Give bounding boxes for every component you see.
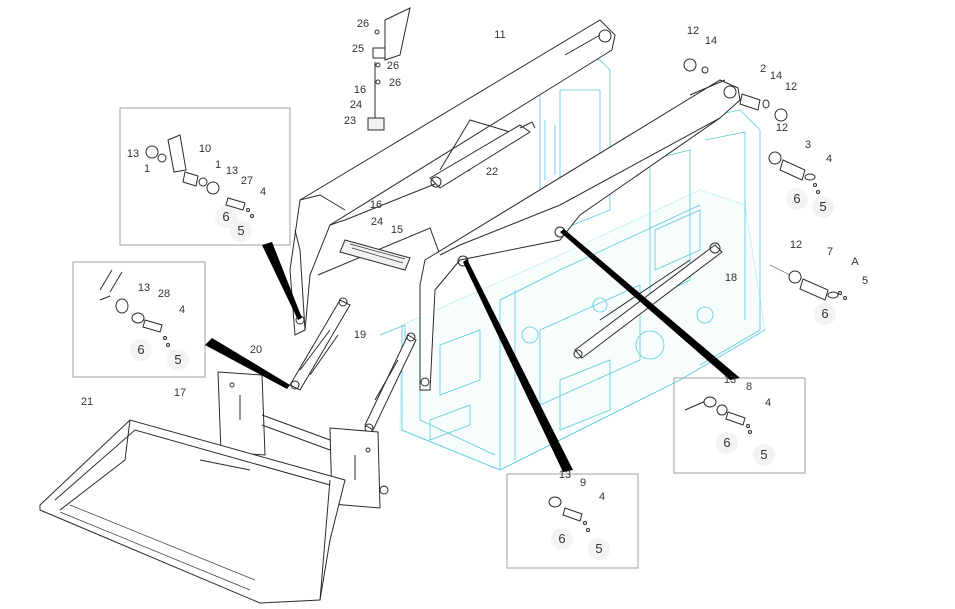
callout-bubble xyxy=(130,339,152,361)
callout-c3: 3 xyxy=(805,139,811,151)
callout-c15: 15 xyxy=(391,224,403,236)
callout-c13d: 13 xyxy=(724,374,736,386)
detail-box-1 xyxy=(119,107,291,246)
callout-c18: 18 xyxy=(725,272,737,284)
callout-c26a: 26 xyxy=(357,18,369,30)
pin-parts-right xyxy=(683,58,847,301)
callout-c9: 9 xyxy=(580,477,586,489)
callout-c16a: 16 xyxy=(354,84,366,96)
callout-c6f: 6 xyxy=(558,531,565,546)
callout-c24b: 24 xyxy=(371,216,383,228)
callout-c13a: 13 xyxy=(127,148,139,160)
callout-bubble xyxy=(716,432,738,454)
callout-c10: 10 xyxy=(199,143,211,155)
cylinder-20 xyxy=(289,297,351,391)
callout-bubble xyxy=(588,538,610,560)
callout-c4c: 4 xyxy=(179,304,185,316)
callout-c1a: 1 xyxy=(144,163,150,175)
callout-bubble xyxy=(230,220,252,242)
detail-box-2 xyxy=(72,261,206,378)
callout-c13b: 13 xyxy=(226,165,238,177)
callout-c5e: 5 xyxy=(760,447,767,462)
callout-c27: 27 xyxy=(241,175,253,187)
callout-c4d: 4 xyxy=(765,397,771,409)
callout-c14b: 14 xyxy=(770,70,782,82)
callout-c13e: 13 xyxy=(559,469,571,481)
callout-c26b: 26 xyxy=(387,60,399,72)
callout-c28: 28 xyxy=(158,288,170,300)
callout-c12c: 12 xyxy=(776,122,788,134)
callout-c5c: 5 xyxy=(862,275,868,287)
callout-c25: 25 xyxy=(352,43,364,55)
callout-c5f: 5 xyxy=(595,541,602,556)
callout-c4e: 4 xyxy=(599,491,605,503)
callout-c8: 8 xyxy=(746,381,752,393)
callout-bubble xyxy=(814,303,836,325)
callout-c24a: 24 xyxy=(350,99,362,111)
callout-c13c: 13 xyxy=(138,282,150,294)
callout-c14a: 14 xyxy=(705,35,717,47)
callout-c4a: 4 xyxy=(826,153,832,165)
callout-c23: 23 xyxy=(344,115,356,127)
callout-c12a: 12 xyxy=(687,25,699,37)
detail-box-3 xyxy=(673,377,806,474)
cylinder-22 xyxy=(429,121,536,189)
callout-c12d: 12 xyxy=(790,239,802,251)
callout-c20: 20 xyxy=(250,344,262,356)
callout-c6c: 6 xyxy=(821,306,828,321)
callout-c5d: 5 xyxy=(174,352,181,367)
callout-bubble xyxy=(215,206,237,228)
callout-c5a: 5 xyxy=(819,199,826,214)
callout-bubble xyxy=(786,188,808,210)
callout-c6e: 6 xyxy=(723,435,730,450)
detail-box-4 xyxy=(506,473,639,569)
callout-bubble xyxy=(167,349,189,371)
callout-c11: 11 xyxy=(494,29,505,41)
callout-c7: 7 xyxy=(827,246,833,258)
callout-c17: 17 xyxy=(174,387,186,399)
callout-bubble xyxy=(812,196,834,218)
loader-arm-right xyxy=(419,79,741,391)
callout-c16b: 16 xyxy=(370,199,382,211)
crossmember-step xyxy=(339,239,411,271)
callout-c2: 2 xyxy=(760,63,766,75)
bucket xyxy=(39,419,346,604)
callout-cA: A xyxy=(851,256,859,268)
callout-c26c: 26 xyxy=(389,77,401,89)
callout-c12b: 12 xyxy=(785,81,797,93)
cylinder-19 xyxy=(364,332,417,433)
callout-c6b: 6 xyxy=(222,209,229,224)
callout-c1b: 1 xyxy=(215,159,221,171)
pedal-assembly xyxy=(367,7,411,131)
callout-bubble xyxy=(753,444,775,466)
callout-c19: 19 xyxy=(354,329,366,341)
callout-c4b: 4 xyxy=(260,186,266,198)
callout-c5b: 5 xyxy=(237,223,244,238)
callout-c21: 21 xyxy=(81,396,93,408)
callout-c6d: 6 xyxy=(137,342,144,357)
detail-pointers xyxy=(205,229,740,472)
callout-c6a: 6 xyxy=(793,191,800,206)
callout-c22: 22 xyxy=(486,166,498,178)
callout-bubble xyxy=(551,528,573,550)
